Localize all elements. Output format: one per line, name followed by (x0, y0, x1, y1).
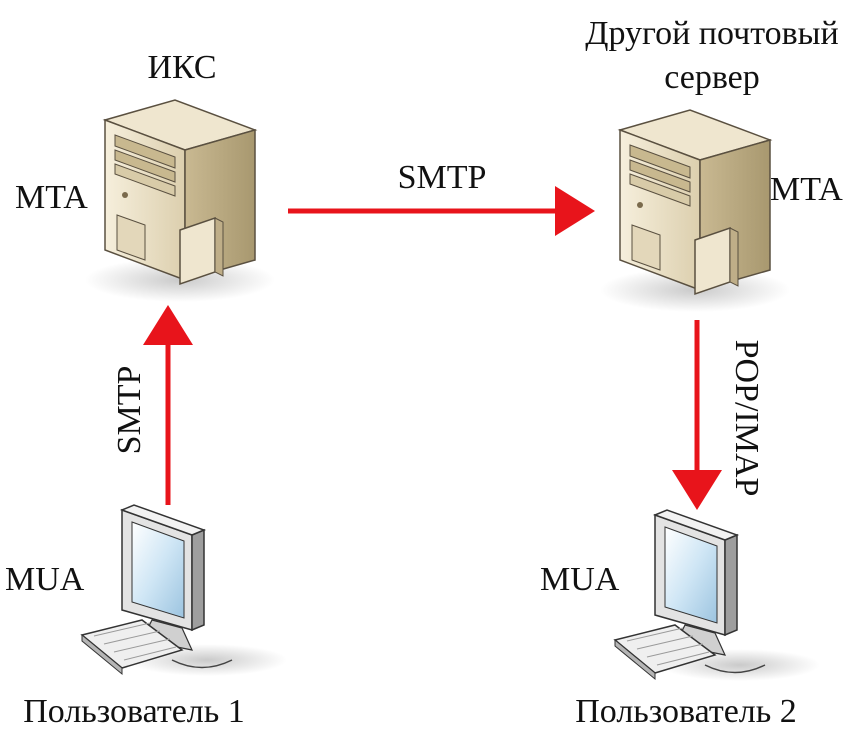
mua-left-label: MUA (5, 561, 85, 598)
smtp-horizontal-label: SMTP (398, 159, 487, 196)
iks-server-icon (84, 99, 276, 303)
user1-label: Пользователь 1 (23, 693, 245, 730)
other-server-label-line1: Другой почтовый (585, 15, 838, 52)
smtp-vertical-label: SMTP (111, 366, 148, 455)
other-server-label-line2: сервер (664, 59, 760, 96)
user2-label: Пользователь 2 (575, 693, 797, 730)
user2-computer-icon (614, 509, 821, 682)
mta-right-label: MTA (770, 171, 843, 208)
mua-right-label: MUA (540, 561, 620, 598)
pop-imap-label: POP/IMAP (728, 340, 765, 497)
mta-left-label: MTA (15, 179, 88, 216)
other-mail-server-icon (599, 109, 791, 313)
iks-label: ИКС (147, 49, 216, 86)
user1-computer-icon (81, 504, 288, 677)
